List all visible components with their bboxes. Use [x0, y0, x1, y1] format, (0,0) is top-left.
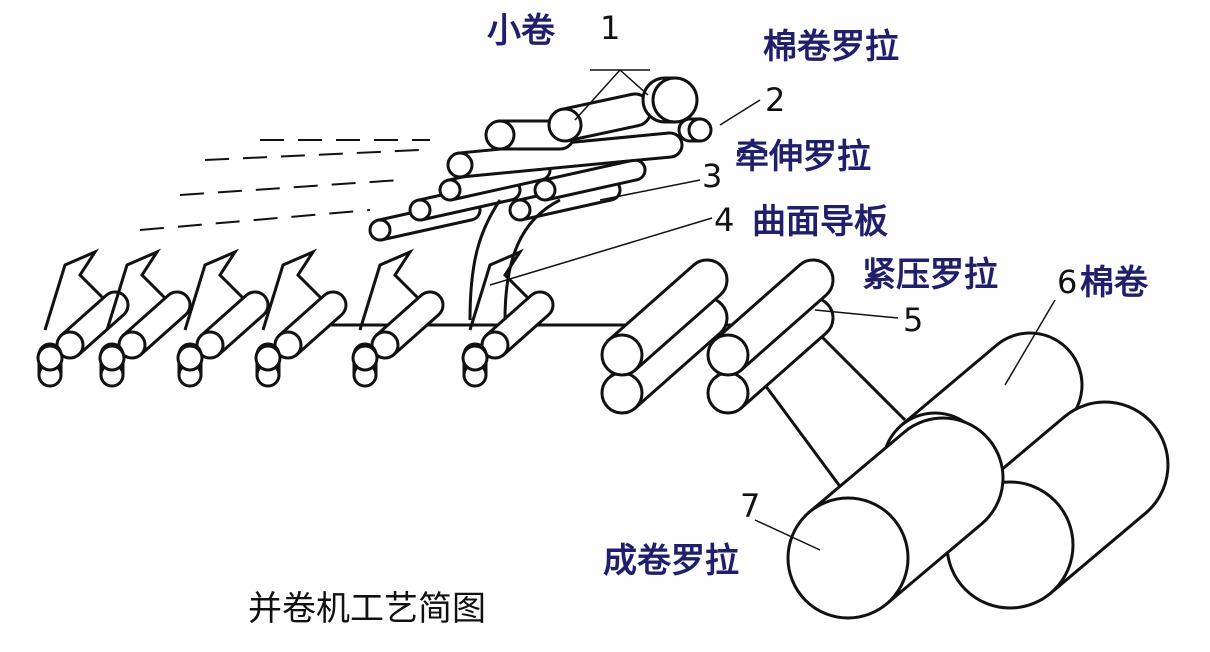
drafting-roller-3-mid — [254, 344, 282, 372]
callout-4 — [489, 217, 713, 286]
forming-roller-left-end — [786, 496, 910, 620]
drafting-roller-1-mid — [98, 344, 126, 372]
compact-roller-a-bottom-end — [600, 371, 644, 415]
label-drafting-roller: 牵伸罗拉 — [735, 137, 871, 177]
upper-drafting-roller-1-end — [408, 198, 432, 222]
lap-roller-2-end — [687, 117, 713, 143]
label-small-lap: 小卷 — [487, 11, 555, 51]
sliver-path-0 — [204, 149, 421, 161]
callout-3 — [599, 179, 701, 201]
curved-guide-4 — [358, 248, 422, 331]
compact-roller-b-bottom-end — [706, 371, 750, 415]
curved-guide-3 — [261, 248, 325, 331]
small-lap-a-end — [484, 119, 516, 151]
curved-guide-1 — [105, 248, 169, 331]
number-5: 5 — [903, 301, 924, 339]
number-4: 4 — [714, 201, 735, 239]
drafting-roller-2-mid — [176, 344, 204, 372]
compact-roller-b-top-end — [706, 333, 750, 377]
small-lap-b-end — [547, 107, 583, 143]
label-lap-forming-roller: 成卷罗拉 — [603, 541, 739, 581]
curved-guide-0 — [43, 248, 107, 331]
lap-web-line-2 — [813, 328, 907, 422]
upper-drafting-roller-2-end — [438, 178, 462, 202]
lap-table-edge-end — [446, 151, 474, 179]
compact-roller-a-top-end — [600, 333, 644, 377]
drafting-roller-0-mid — [36, 344, 64, 372]
label-curved-guide: 曲面导板 — [752, 202, 888, 242]
sliver-path-3 — [139, 209, 371, 231]
drafting-roller-5-mid — [461, 344, 489, 372]
number-2: 2 — [765, 81, 786, 119]
drafting-roller-4-mid — [351, 344, 379, 372]
number-1: 1 — [600, 9, 621, 47]
label-compact-roller: 紧压罗拉 — [862, 255, 998, 295]
label-lap: 棉卷 — [1080, 263, 1148, 303]
upper-drafting-roller-3-end — [508, 198, 532, 222]
curved-guide-5 — [468, 248, 532, 331]
callout-6 — [1004, 299, 1056, 386]
callout-2 — [719, 99, 761, 126]
curved-guide-2 — [183, 248, 247, 331]
lap-web-line — [763, 384, 852, 501]
number-3: 3 — [702, 157, 723, 195]
callout-7 — [754, 519, 821, 551]
upper-drafting-roller-0-end — [368, 218, 392, 242]
small-lap-main-end — [651, 76, 699, 124]
callout-5 — [814, 309, 899, 319]
callout-1b — [619, 69, 649, 96]
sliver-path-2 — [179, 179, 401, 196]
diagram-title: 并卷机工艺简图 — [248, 589, 486, 629]
label-lap-roller: 棉卷罗拉 — [763, 27, 899, 67]
callout-1a — [574, 69, 621, 121]
lap-table-edge-body — [457, 131, 684, 179]
guide-plate-curve — [468, 199, 502, 321]
number-7: 7 — [740, 487, 761, 525]
guide-plate-curve-2 — [503, 198, 561, 321]
upper-drafting-roller-4-end — [533, 178, 557, 202]
number-6: 6 — [1057, 263, 1078, 301]
